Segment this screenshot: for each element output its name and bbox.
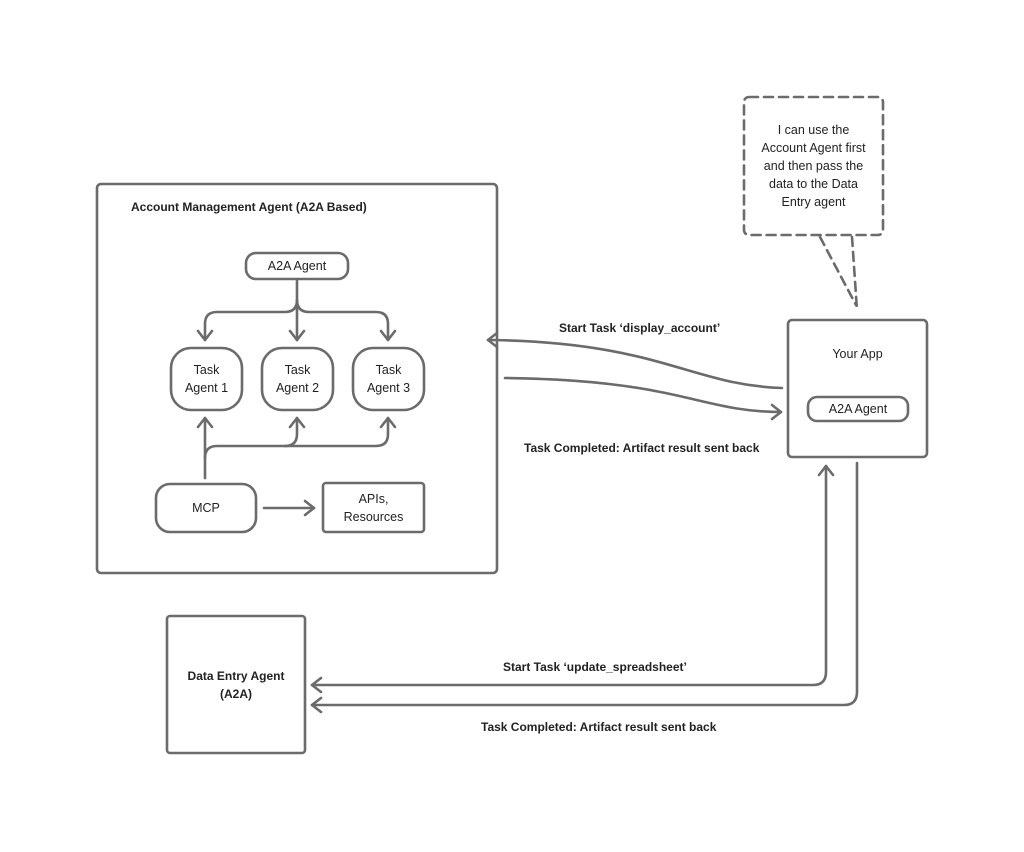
mcp-label: MCP — [192, 501, 220, 515]
task-agent-1: Task Agent 1 — [184, 363, 229, 395]
start-update-spreadsheet-label: Start Task ‘update_spreadsheet’ — [503, 660, 687, 674]
data-entry-agent-label: Data Entry Agent (A2A) — [187, 668, 285, 701]
apis-label: APIs, Resources — [343, 491, 404, 524]
arrowhead — [196, 416, 214, 429]
apis-box — [321, 481, 426, 534]
a2a-agent-app-pill — [806, 395, 910, 423]
arrowhead — [196, 329, 214, 342]
arrowhead — [288, 329, 306, 342]
thought-bubble-tail — [818, 235, 859, 312]
account-management-box — [95, 182, 499, 575]
a2a-agent-top-label: A2A Agent — [267, 259, 327, 273]
mcp-box — [154, 482, 258, 534]
completed-top-label: Task Completed: Artifact result sent bac… — [524, 441, 760, 455]
fanout-connector — [203, 279, 299, 342]
task-agent-2: Task Agent 2 — [275, 363, 320, 395]
arrowhead — [379, 416, 397, 429]
completed-bottom-arrow — [310, 461, 859, 707]
completed-top-arrow — [503, 376, 783, 414]
a2a-agent-app-label: A2A Agent — [828, 402, 888, 416]
task-agent-3: Task Agent 3 — [366, 363, 411, 395]
start-display-account-arrow — [486, 338, 784, 390]
task-agent-2-box — [260, 346, 335, 412]
a2a-agent-top-pill — [244, 251, 350, 281]
arrowhead — [310, 696, 323, 714]
thought-bubble — [742, 95, 885, 237]
data-entry-agent-box — [165, 614, 307, 755]
arrowhead — [310, 676, 323, 694]
thought-text: I can use the Account Agent first and th… — [761, 123, 866, 209]
start-display-account-label: Start Task ‘display_account’ — [559, 321, 721, 335]
task-agent-3-box — [351, 346, 426, 412]
account-box-title: Account Management Agent (A2A Based) — [131, 200, 367, 214]
arrowhead — [486, 331, 499, 349]
task-agent-1-box — [169, 346, 244, 412]
arrowhead — [817, 464, 835, 477]
arrowhead — [379, 329, 397, 342]
arrowhead — [303, 499, 316, 517]
completed-bottom-label: Task Completed: Artifact result sent bac… — [481, 720, 717, 734]
your-app-title: Your App — [832, 347, 883, 361]
your-app-box — [786, 318, 929, 459]
arrowhead — [288, 416, 306, 429]
arrowhead — [770, 403, 783, 421]
start-update-spreadsheet-arrow — [310, 464, 828, 687]
